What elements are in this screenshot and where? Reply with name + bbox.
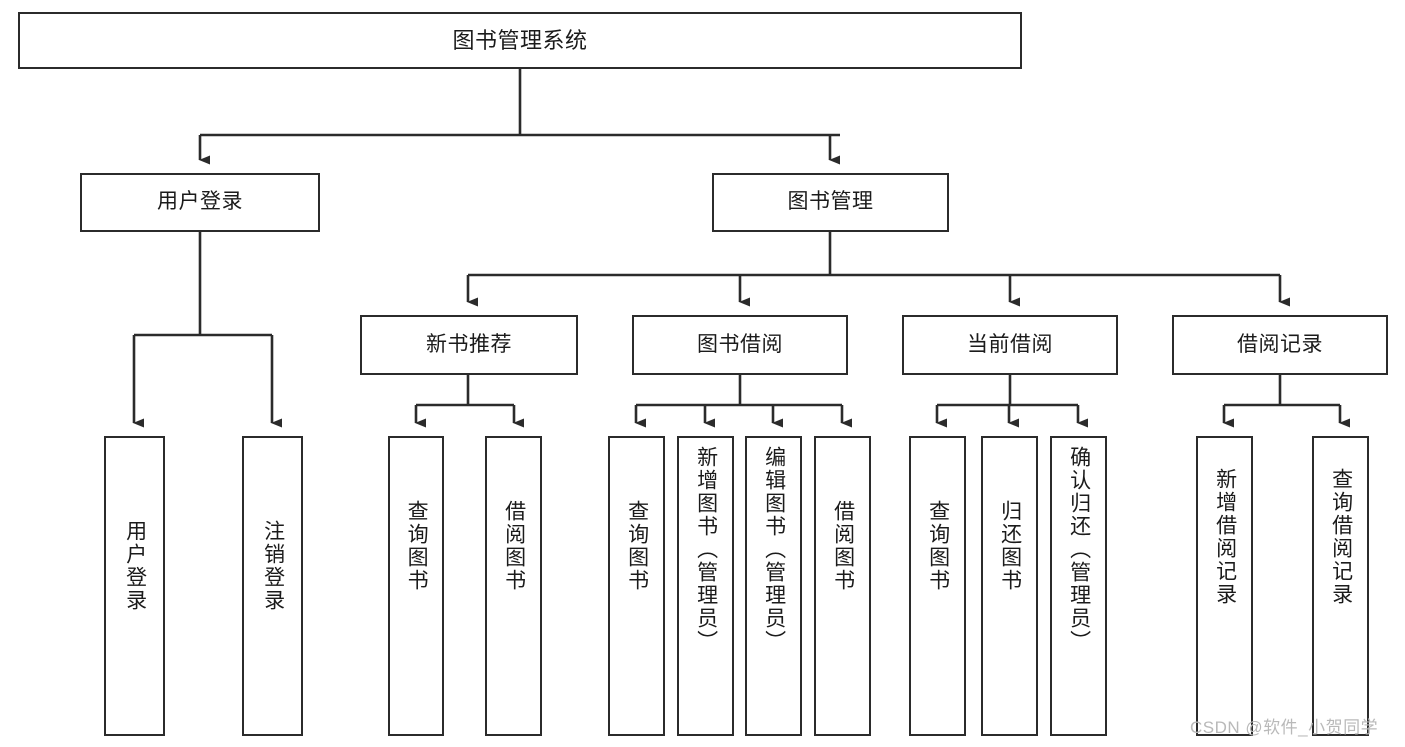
leaf-node[interactable]: 确认归还（管理员） [1050,436,1107,736]
node-label: 图书管理系统 [452,27,588,53]
leaf-node[interactable]: 查询图书 [909,436,966,736]
node-label: 借阅记录 [1237,332,1323,356]
node-borrow-records[interactable]: 借阅记录 [1172,315,1388,375]
node-current-borrow[interactable]: 当前借阅 [902,315,1118,375]
node-label: 确认归还（管理员） [1067,446,1091,653]
leaf-node[interactable]: 借阅图书 [485,436,542,736]
node-label: 用户登录 [123,520,147,612]
node-label: 新书推荐 [426,332,512,356]
node-label: 用户登录 [157,190,243,214]
node-label: 归还图书 [998,500,1022,592]
node-label: 新增借阅记录 [1213,468,1237,606]
node-new-book-recommend[interactable]: 新书推荐 [360,315,578,375]
node-label: 图书借阅 [697,332,783,356]
node-book-borrow[interactable]: 图书借阅 [632,315,848,375]
node-label: 借阅图书 [831,500,855,592]
leaf-node[interactable]: 注销登录 [242,436,303,736]
leaf-node[interactable]: 查询图书 [388,436,444,736]
node-book-management[interactable]: 图书管理 [712,173,949,232]
leaf-node[interactable]: 借阅图书 [814,436,871,736]
node-label: 借阅图书 [502,500,526,592]
leaf-node[interactable]: 查询借阅记录 [1312,436,1369,736]
csdn-watermark: CSDN @软件_小贺同学 [1190,718,1379,737]
leaf-node[interactable]: 新增图书（管理员） [677,436,734,736]
node-label: 图书管理 [787,190,874,214]
node-user-login[interactable]: 用户登录 [80,173,320,232]
node-root[interactable]: 图书管理系统 [18,12,1022,69]
leaf-node[interactable]: 用户登录 [104,436,165,736]
node-label: 当前借阅 [967,332,1053,356]
node-label: 编辑图书（管理员） [762,446,786,653]
leaf-node[interactable]: 归还图书 [981,436,1038,736]
node-label: 查询借阅记录 [1329,468,1353,606]
node-label: 注销登录 [261,520,285,612]
node-label: 新增图书（管理员） [694,446,718,653]
leaf-node[interactable]: 编辑图书（管理员） [745,436,802,736]
node-label: 查询图书 [625,500,649,592]
node-label: 查询图书 [926,500,950,592]
leaf-node[interactable]: 查询图书 [608,436,665,736]
leaf-node[interactable]: 新增借阅记录 [1196,436,1253,736]
node-label: 查询图书 [405,500,429,592]
